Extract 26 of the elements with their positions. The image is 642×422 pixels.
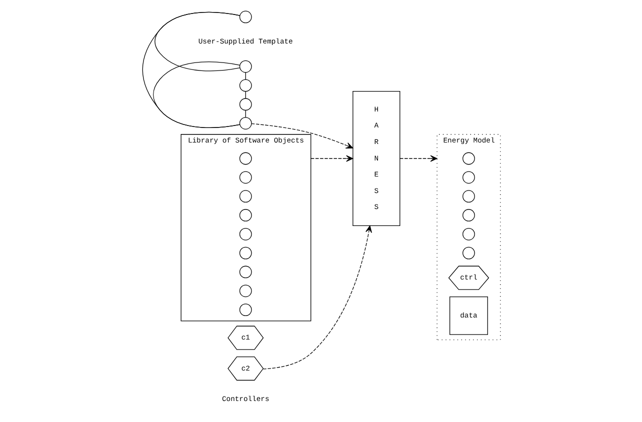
arrow: [399, 155, 437, 162]
node-circle: [238, 246, 252, 260]
connector: [142, 12, 240, 128]
node-circle: [238, 10, 252, 24]
node-circle: [238, 117, 252, 130]
node-circle: [238, 266, 252, 278]
node-circle: [238, 60, 252, 73]
node-circle: [238, 171, 252, 184]
node-circle: [238, 152, 252, 165]
node-circle: [238, 190, 252, 203]
arrow: [250, 123, 353, 149]
node-circle: [238, 79, 252, 92]
node-circle: [462, 152, 474, 165]
arrow: [310, 155, 353, 162]
node-circle: [238, 228, 252, 240]
node-circle: [238, 304, 252, 316]
node-circle: [238, 209, 252, 222]
node-circle: [462, 246, 474, 260]
node-circle: [462, 190, 474, 203]
node-circle: [462, 209, 474, 222]
node-circle: [462, 171, 474, 184]
node-circle: [462, 228, 474, 240]
arrow: [262, 225, 372, 370]
node-circle: [238, 284, 252, 298]
node-circle: [238, 98, 252, 111]
connector: [152, 61, 240, 128]
